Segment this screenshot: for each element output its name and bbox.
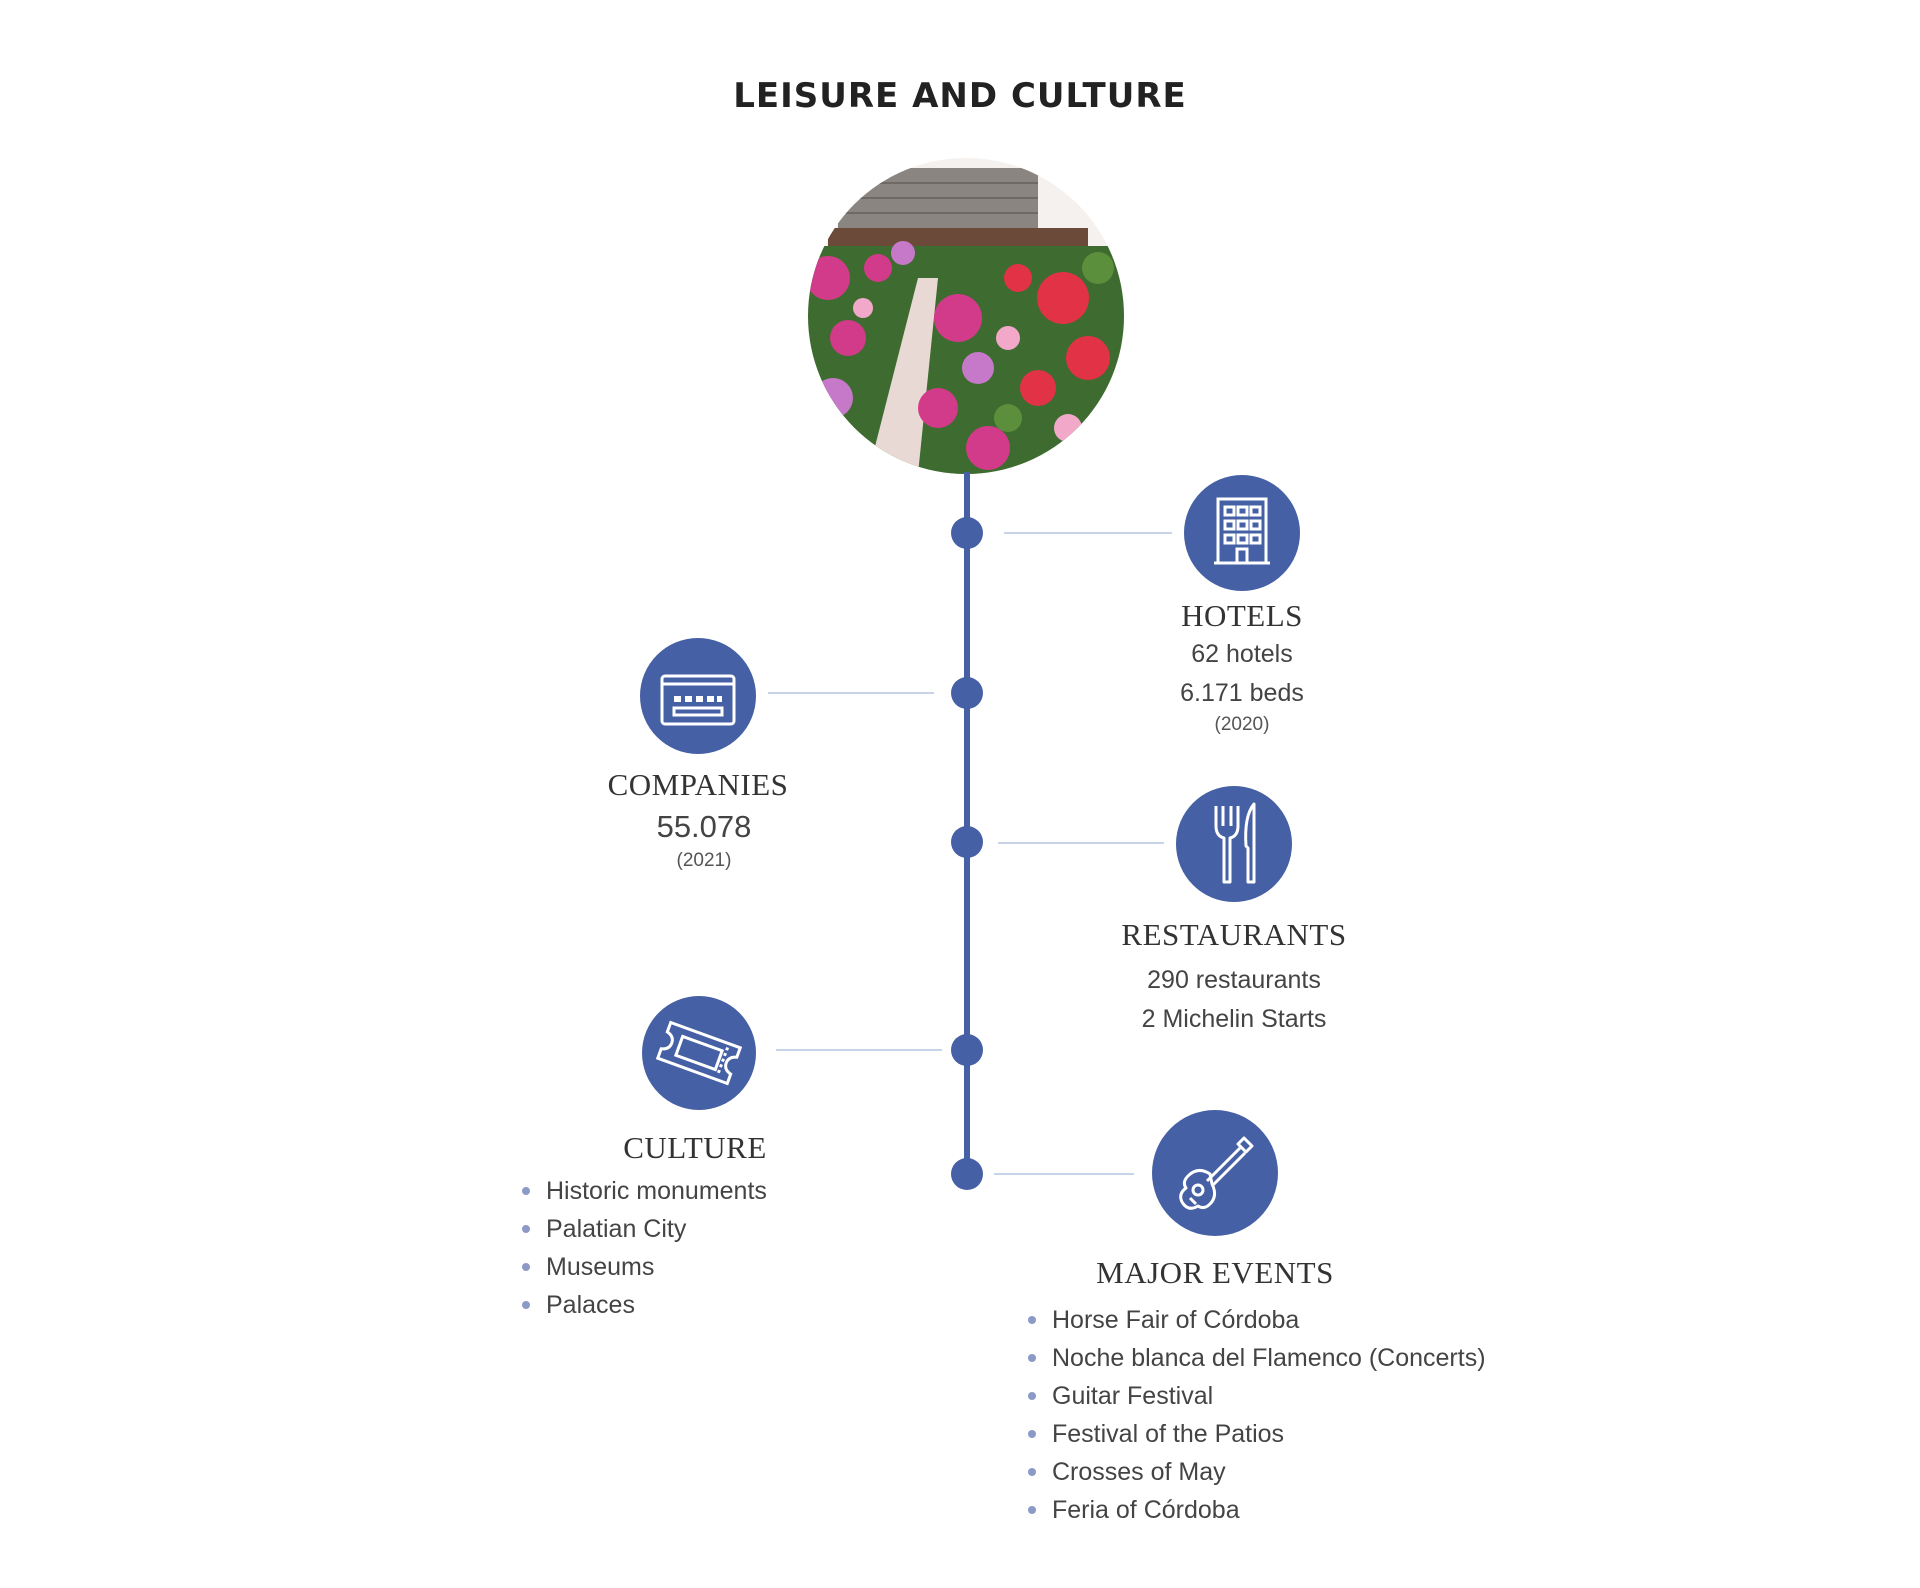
credit-card-icon [640,638,756,754]
culture-heading: CULTURE [623,1130,767,1165]
companies-value: 55.078 [656,809,752,844]
list-item: Palatian City [522,1210,767,1248]
hotels-heading: HOTELS [1181,598,1303,633]
list-item: Horse Fair of Córdoba [1028,1301,1486,1339]
timeline-node-companies [951,677,983,709]
timeline-node-restaurants [951,826,983,858]
connector-events [994,1173,1134,1175]
connector-culture [776,1049,942,1051]
hotels-beds: 6.171 beds [1180,679,1304,707]
events-heading: MAJOR EVENTS [1096,1255,1334,1290]
building-icon [1184,475,1300,591]
connector-companies [768,692,934,694]
list-item: Museums [522,1248,767,1286]
hotels-count: 62 hotels [1191,640,1293,668]
list-item: Noche blanca del Flamenco (Concerts) [1028,1339,1486,1377]
timeline-node-events [951,1158,983,1190]
fork-knife-icon [1176,786,1292,902]
flower-patio-photo [808,158,1124,474]
events-list: Horse Fair of Córdoba Noche blanca del F… [1028,1301,1486,1529]
list-item: Historic monuments [522,1172,767,1210]
page-title: LEISURE AND CULTURE [733,76,1187,116]
companies-heading: COMPANIES [607,767,789,802]
timeline-spine [964,472,970,1172]
list-item: Crosses of May [1028,1453,1486,1491]
list-item: Festival of the Patios [1028,1415,1486,1453]
restaurants-heading: RESTAURANTS [1121,917,1347,952]
connector-restaurants [998,842,1164,844]
timeline-node-hotels [951,517,983,549]
restaurants-michelin: 2 Michelin Starts [1141,1005,1327,1033]
companies-year: (2021) [676,850,732,871]
restaurants-count: 290 restaurants [1147,966,1321,994]
guitar-icon [1152,1110,1278,1236]
hotels-year: (2020) [1214,714,1270,735]
timeline-node-culture [951,1034,983,1066]
list-item: Palaces [522,1286,767,1324]
connector-hotels [1004,532,1172,534]
list-item: Feria of Córdoba [1028,1491,1486,1529]
list-item: Guitar Festival [1028,1377,1486,1415]
ticket-icon [642,996,756,1110]
culture-list: Historic monuments Palatian City Museums… [522,1172,767,1324]
